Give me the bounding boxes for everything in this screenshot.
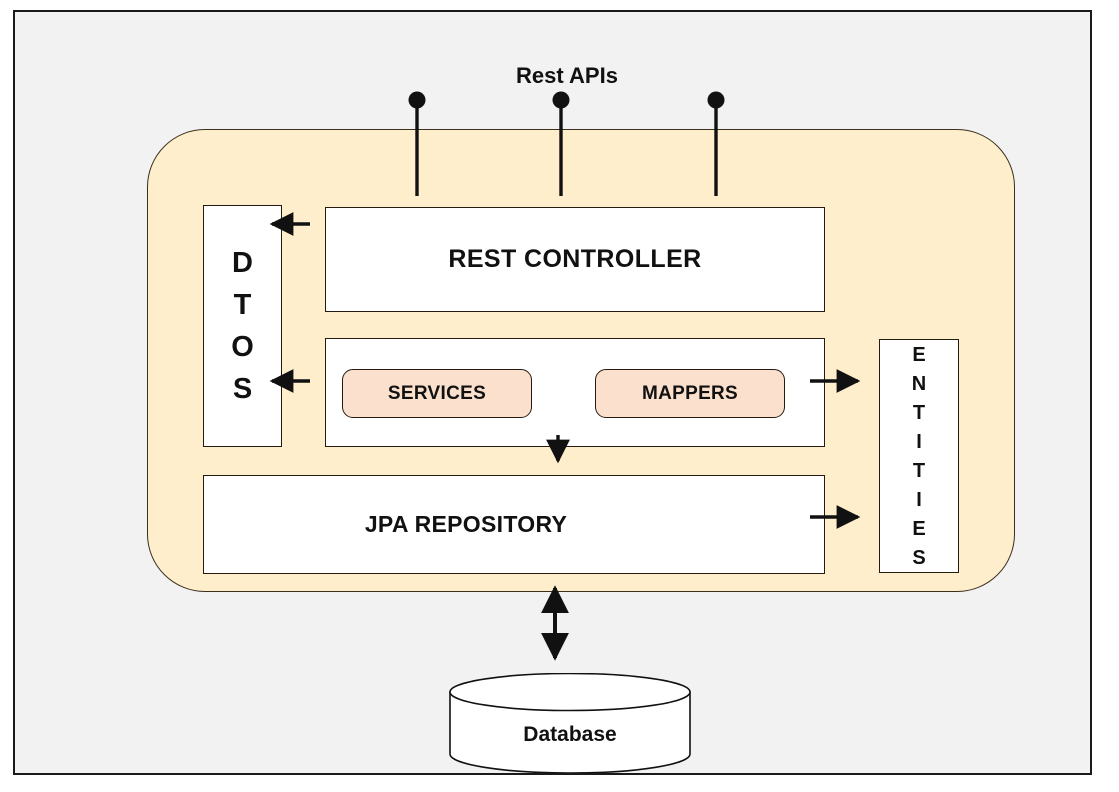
dtos-letters: D T O S [231, 246, 254, 405]
dtos-letter: T [233, 288, 252, 321]
rest-controller-box[interactable]: REST CONTROLLER [325, 207, 825, 312]
database-cylinder-icon [449, 672, 691, 774]
entities-letter: E [912, 517, 926, 540]
jpa-repository-label: JPA REPOSITORY [364, 511, 568, 537]
dtos-letter: S [232, 372, 253, 405]
dtos-box[interactable]: D T O S [203, 205, 282, 447]
rest-apis-title: Rest APIs [516, 63, 618, 88]
mappers-label: MAPPERS [641, 382, 739, 404]
dtos-letter: O [231, 330, 254, 363]
rest-controller-label: REST CONTROLLER [448, 245, 702, 273]
services-node[interactable]: SERVICES [342, 369, 532, 418]
dtos-letter: D [232, 246, 253, 279]
entities-letters: E N T I T I E S [912, 345, 926, 568]
database-label: Database [523, 723, 617, 746]
entities-letter: S [912, 546, 926, 569]
entities-letter: T [912, 459, 926, 482]
services-label: SERVICES [387, 382, 487, 404]
jpa-repository-box[interactable]: JPA REPOSITORY [203, 475, 825, 574]
entities-letter: N [911, 372, 927, 395]
entities-letter: E [912, 343, 926, 366]
entities-letter: I [916, 488, 922, 511]
entities-letter: T [912, 401, 926, 424]
diagram-canvas: Rest APIs D T O S REST CONTROLLER SERVIC… [13, 10, 1092, 775]
database-node[interactable]: Database [449, 672, 691, 774]
entities-letter: I [916, 430, 922, 453]
entities-box[interactable]: E N T I T I E S [879, 339, 959, 573]
mappers-node[interactable]: MAPPERS [595, 369, 785, 418]
